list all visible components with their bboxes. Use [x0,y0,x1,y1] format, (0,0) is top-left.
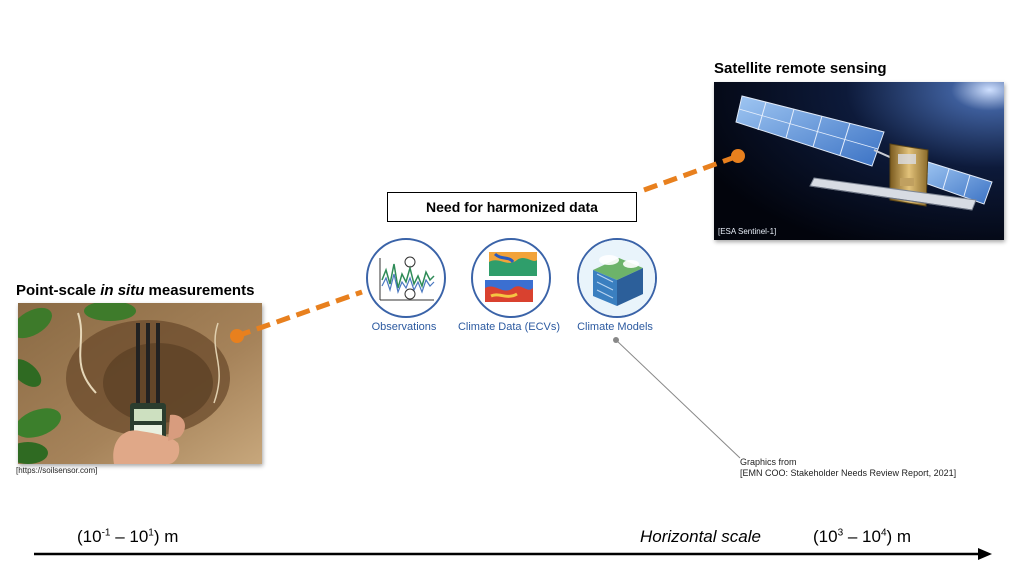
climate-models-circle [577,238,657,318]
harmonized-data-box: Need for harmonized data [387,192,637,222]
climate-model-cube-icon [579,240,655,316]
graphics-note-leader-dot [613,337,619,343]
satellite-credit: [ESA Sentinel-1] [718,227,776,236]
small-scale-range: (10-1 – 101) m [77,527,179,546]
observations-circle [366,238,446,318]
satellite-title: Satellite remote sensing [714,60,887,77]
climate-data-circle [471,238,551,318]
graphics-note-line2: [EMN COO: Stakeholder Needs Review Repor… [740,468,957,478]
climate-data-label: Climate Data (ECVs) [457,321,561,333]
scale-axis-arrow [34,548,992,560]
graphics-note-leader [615,339,741,459]
graphics-note-line1: Graphics from [740,457,797,467]
climate-models-label: Climate Models [577,321,653,333]
connector-box-to-satellite [643,153,739,193]
soil-sensor-credit: [https://soilsensor.com] [16,466,98,475]
climate-data-map-icon [485,252,537,302]
connector-dot-point [230,329,244,343]
connector-point-to-circles [236,289,363,339]
graphics-source-note: Graphics from [EMN COO: Stakeholder Need… [740,457,956,479]
large-scale-range: (103 – 104) m [813,527,912,546]
point-scale-title: Point-scale in situ measurements [16,282,255,299]
soil-sensor-image [18,303,262,464]
connector-dot-satellite [731,149,745,163]
observations-chart-icon [379,256,435,301]
horizontal-scale-label: Horizontal scale [640,527,761,546]
observations-label: Observations [371,321,437,333]
satellite-image: [ESA Sentinel-1] [714,82,1004,240]
